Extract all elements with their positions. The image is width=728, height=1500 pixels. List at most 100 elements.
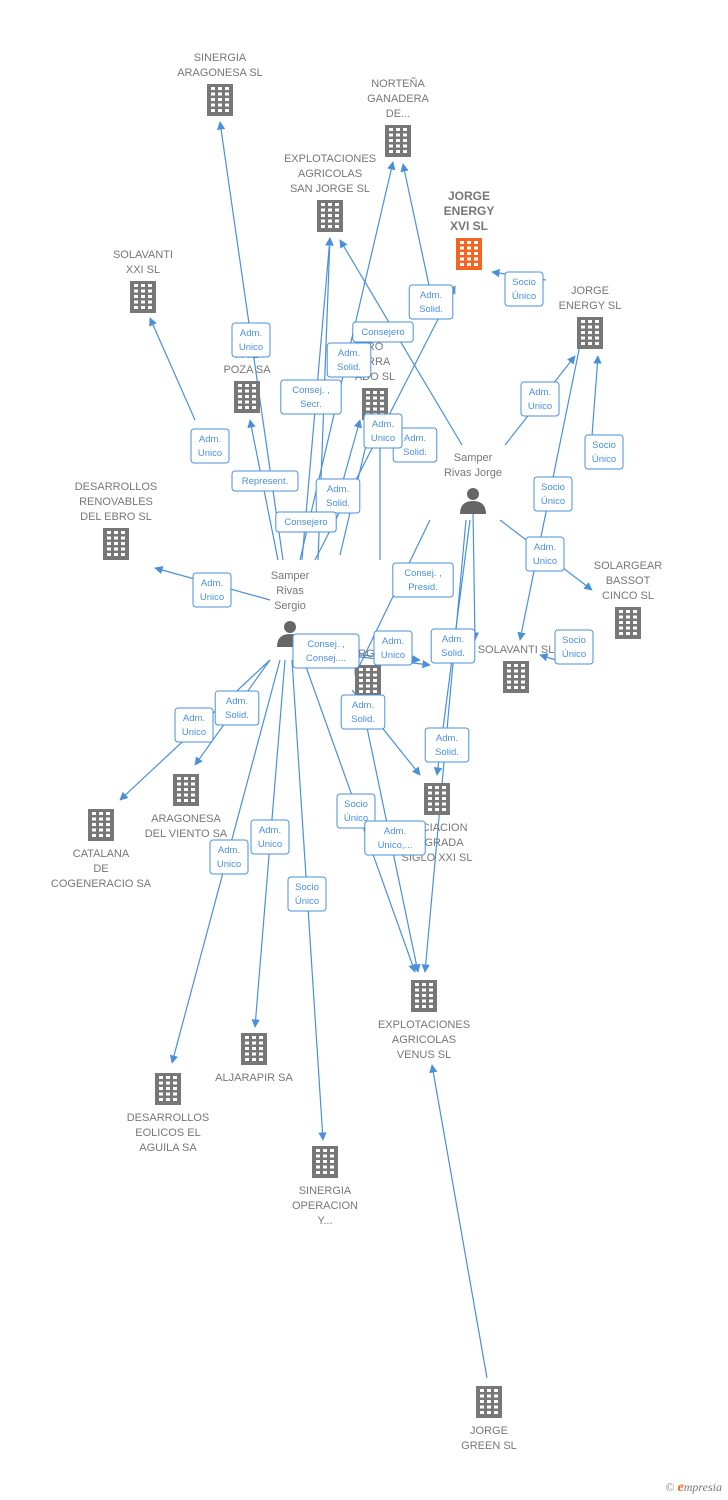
edges-layer <box>119 121 602 1379</box>
node-sinergia-operacion[interactable]: SINERGIAOPERACIONY... <box>292 1146 358 1227</box>
relationship-edge <box>539 653 557 662</box>
edge-label-box[interactable]: Consej. ,Presid. <box>392 562 454 598</box>
node-label: ARAGONESA SL <box>177 67 263 79</box>
edge-label-text: Consejero <box>284 517 327 528</box>
edge-label-box[interactable]: Adm.Unico <box>174 707 214 743</box>
node-aljarapir[interactable]: ALJARAPIR SA <box>215 1033 293 1084</box>
node-label: DEL VIENTO SA <box>145 828 228 840</box>
building-icon <box>385 125 411 157</box>
edge-label-box[interactable]: Adm.Unico,... <box>364 820 426 856</box>
node-label: ENERGY <box>444 204 495 218</box>
node-label: ENERGY SL <box>559 300 622 312</box>
edge-label-box[interactable]: Consej. ,Secr. <box>280 379 342 415</box>
edge-label-box[interactable]: Adm.Unico <box>209 839 249 875</box>
node-label: BASSOT <box>606 575 651 587</box>
building-icon <box>615 607 641 639</box>
node-label: DESARROLLOS <box>75 481 158 493</box>
node-label: GREEN SL <box>461 1440 517 1452</box>
node-label: AGRICOLAS <box>392 1034 456 1046</box>
node-label: COGENERACIO SA <box>51 878 152 890</box>
edge-label-text: Socio <box>562 635 586 646</box>
node-label: RENOVABLES <box>79 496 153 508</box>
edge-label-box[interactable]: Adm.Unico <box>525 536 565 572</box>
edge-label-box[interactable]: Consejero <box>275 511 337 533</box>
edge-label-box[interactable]: Consej. ,Consej.... <box>292 633 360 669</box>
edge-label-box[interactable]: Adm.Unico <box>363 413 403 449</box>
edge-label-box[interactable]: Consejero <box>352 321 414 343</box>
edge-label-text: Unico <box>200 592 224 603</box>
node-label: ALJARAPIR SA <box>215 1072 293 1084</box>
node-label: Samper <box>271 570 310 582</box>
edge-label-text: Adm. <box>240 328 262 339</box>
edge-label-box[interactable]: Adm.Solid. <box>424 727 470 763</box>
edge-label-text: Adm. <box>327 484 349 495</box>
edge-label-box[interactable]: Adm.Unico <box>520 381 560 417</box>
node-rgi[interactable]: RGI <box>355 648 381 697</box>
edge-label-text: Consej. , <box>292 385 330 396</box>
edge-label-box[interactable]: Represent. <box>231 470 299 492</box>
edge-label-text: Adm. <box>534 542 556 553</box>
edge-label-text: Adm. <box>199 434 221 445</box>
edge-label-text: Solid. <box>326 498 350 509</box>
edge-label-box[interactable]: Adm.Unico <box>190 428 230 464</box>
node-label: SINERGIA <box>194 52 247 64</box>
building-icon <box>317 200 343 232</box>
building-icon <box>234 381 260 413</box>
edge-label-text: Unico <box>371 433 395 444</box>
edge-label-box[interactable]: Adm.Solid. <box>430 628 476 664</box>
person-icon <box>460 488 486 514</box>
edge-label-box[interactable]: Adm.Solid. <box>326 342 372 378</box>
edge-label-text: Adm. <box>338 348 360 359</box>
node-label: SOLAVANTI SL <box>478 644 555 656</box>
edge-label-text: Socio <box>592 440 616 451</box>
edge-label-box[interactable]: Adm.Solid. <box>340 694 386 730</box>
edge-label-box[interactable]: Adm.Unico <box>250 819 290 855</box>
node-label: RGI <box>358 648 378 660</box>
edge-label-box[interactable]: Adm.Solid. <box>408 284 454 320</box>
edge-label-box[interactable]: Adm.Unico <box>192 572 232 608</box>
edge-label-text: Adm. <box>420 290 442 301</box>
edge-label-text: Consej. , <box>404 568 442 579</box>
edge-label-box[interactable]: Adm.Unico <box>373 630 413 666</box>
edge-label-box[interactable]: Adm. Solid. <box>315 478 361 514</box>
node-nortena[interactable]: NORTEÑAGANADERADE... <box>367 77 430 157</box>
node-solavanti[interactable]: SOLAVANTI SL <box>478 644 555 693</box>
building-icon <box>88 809 114 841</box>
building-icon <box>411 980 437 1012</box>
edge-label-text: Unico <box>217 859 241 870</box>
edge-label-text: Solid. <box>225 710 249 721</box>
edge-label-text: Adm. <box>529 387 551 398</box>
building-icon <box>207 84 233 116</box>
edge-label-box[interactable]: Adm.Unico <box>231 322 271 358</box>
edge-label-text: Consej. , <box>307 639 345 650</box>
brand-initial: e <box>677 1480 684 1495</box>
node-label: Rivas Jorge <box>444 467 502 479</box>
empresia-logo[interactable]: © empresia <box>665 1480 722 1496</box>
edge-label-text: Único <box>562 649 586 660</box>
node-label: CINCO SL <box>602 590 654 602</box>
edge-label-box[interactable]: Adm.Solid. <box>214 690 260 726</box>
node-label: AGRICOLAS <box>298 168 362 180</box>
relationship-edge <box>591 355 602 437</box>
node-sinergia-aragonesa[interactable]: SINERGIA ARAGONESA SL <box>177 52 263 116</box>
node-label: JORGE <box>448 189 490 203</box>
